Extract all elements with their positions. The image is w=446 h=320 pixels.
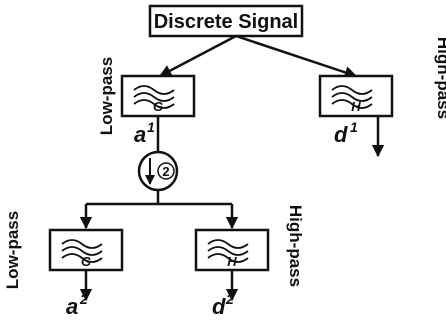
output-d1-superscript: 1 — [350, 119, 358, 135]
output-d2-symbol: d — [212, 294, 226, 319]
output-a2-symbol: a — [66, 294, 78, 319]
filter-g-label: G — [153, 99, 163, 114]
discrete-signal-label: Discrete Signal — [154, 11, 299, 33]
high-pass-filter-1: H — [318, 74, 394, 118]
level2-connectors — [79, 190, 239, 230]
filter-g-label: G — [81, 254, 91, 269]
output-a1-symbol: a — [134, 122, 146, 147]
low-pass-label-1: Low-pass — [97, 57, 116, 135]
filter-h-label: H — [351, 99, 361, 114]
arrow-to-high-pass-1 — [235, 34, 358, 79]
filter-wave-icon — [61, 239, 103, 263]
output-a2: a 2 — [66, 291, 88, 319]
output-a1: a 1 — [134, 119, 155, 147]
output-a1-superscript: 1 — [147, 119, 155, 135]
arrow-to-low-pass-1 — [158, 34, 237, 78]
filter-h-label: H — [227, 254, 237, 269]
high-pass-filter-2: H — [194, 228, 270, 272]
downsample-factor: 2 — [162, 164, 169, 179]
low-pass-filter-2: G — [48, 228, 124, 272]
low-pass-filter-1: G — [120, 74, 196, 118]
output-d2: d 2 — [212, 291, 234, 319]
discrete-signal-node: Discrete Signal — [148, 4, 304, 38]
level1-connectors — [158, 34, 358, 79]
filter-wave-icon — [133, 85, 175, 109]
filter-wave-icon — [331, 85, 373, 109]
high-pass-label-2: High-pass — [286, 205, 305, 287]
output-d1: d 1 — [334, 119, 358, 147]
output-d1-symbol: d — [334, 122, 348, 147]
high-pass-label-1: High-pass — [434, 37, 446, 119]
output-d2-superscript: 2 — [225, 291, 234, 307]
filter-wave-icon — [207, 239, 249, 263]
output-a2-superscript: 2 — [79, 291, 88, 307]
downsample-node: 2 — [137, 150, 179, 192]
low-pass-label-2: Low-pass — [3, 211, 22, 289]
